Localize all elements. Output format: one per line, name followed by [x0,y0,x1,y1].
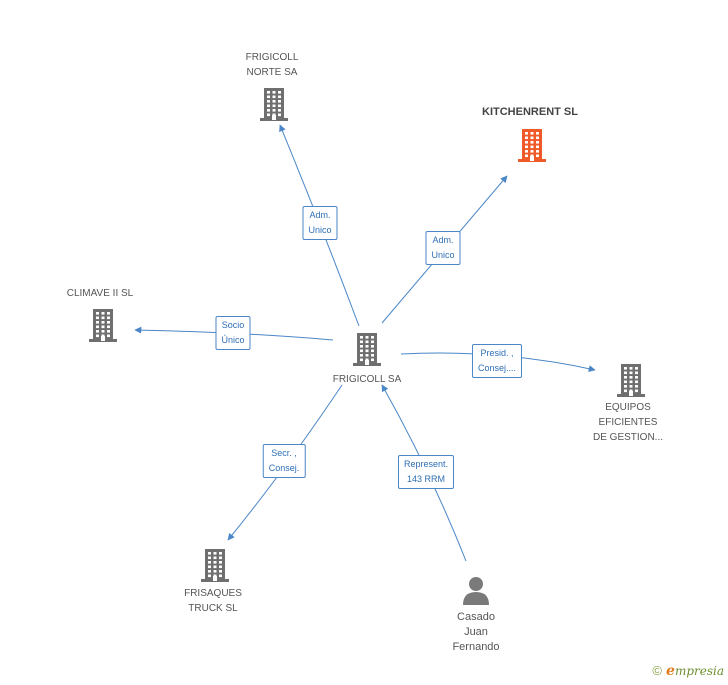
edge-label-line: Secr. , [271,448,297,458]
person-icon [463,577,489,605]
node-label-line: NORTE SA [246,67,298,78]
node-frigicoll-norte[interactable] [258,86,290,127]
edge-label-line: 143 RRM [406,474,445,484]
node-label-line: Casado [457,611,495,623]
edge-label-line: Represent. [403,459,449,469]
node-label-line: DE GESTION... [592,432,664,443]
node-label-line: TRUCK SL [188,603,238,614]
node-label-equipos[interactable]: EQUIPOS EFICIENTES DE GESTION... [593,400,663,445]
edge-label-to-norte[interactable]: Adm. Unico [302,206,338,240]
node-label-frigicoll-norte[interactable]: FRIGICOLL NORTE SA [246,50,299,80]
building-icon [89,309,117,342]
edge-label-to-equipos[interactable]: Presid. , Consej.... [471,344,523,378]
node-label-line: FRISAQUES [184,588,242,599]
node-label-kitchenrent[interactable]: KITCHENRENT SL [482,105,578,120]
copyright-symbol: © [652,663,663,678]
edge-label-to-kitchenrent[interactable]: Adm. Unico [425,231,461,265]
node-frigicoll[interactable] [351,331,383,372]
building-icon [518,129,546,162]
footer-brand[interactable]: ©empresia [652,663,724,679]
edge-label-line: Unico [308,225,332,235]
edge-label-to-frisaques[interactable]: Secr. , Consej. [262,444,306,478]
edge-label-casado-to-frigicoll[interactable]: Represent. 143 RRM [397,455,455,489]
edge-label-line: Consej. [268,463,300,473]
node-frisaques[interactable] [199,547,231,588]
node-label-line: Fernando [452,641,500,653]
node-label-line: FRIGICOLL [245,52,299,63]
node-label-line: FRIGICOLL SA [332,374,402,385]
building-icon [260,88,288,121]
node-label-line: Juan [464,626,488,638]
building-icon [201,549,229,582]
node-equipos[interactable] [615,362,647,403]
brand-logo-text: mpresia [674,664,724,678]
node-casado[interactable] [461,575,491,610]
edge-label-line: Socio [221,320,245,330]
edge-label-line: Adm. [432,235,454,245]
node-label-line: EQUIPOS [605,402,651,413]
building-icon [353,333,381,366]
node-label-line: EFICIENTES [598,417,658,428]
edge-label-line: Presid. , [480,348,514,358]
brand-logo-e: e [666,663,675,679]
node-label-frigicoll[interactable]: FRIGICOLL SA [333,372,402,387]
node-label-climave[interactable]: CLIMAVE II SL [67,286,134,301]
node-kitchenrent[interactable] [516,127,548,168]
node-label-line: KITCHENRENT SL [482,106,578,118]
node-climave[interactable] [87,307,119,348]
edge-label-line: Único [221,335,245,345]
building-icon [617,364,645,397]
node-label-frisaques[interactable]: FRISAQUES TRUCK SL [184,586,242,616]
edge-label-line: Unico [431,250,455,260]
edge-label-line: Consej.... [477,363,517,373]
edge-label-line: Adm. [309,210,331,220]
node-label-line: CLIMAVE II SL [66,288,134,299]
